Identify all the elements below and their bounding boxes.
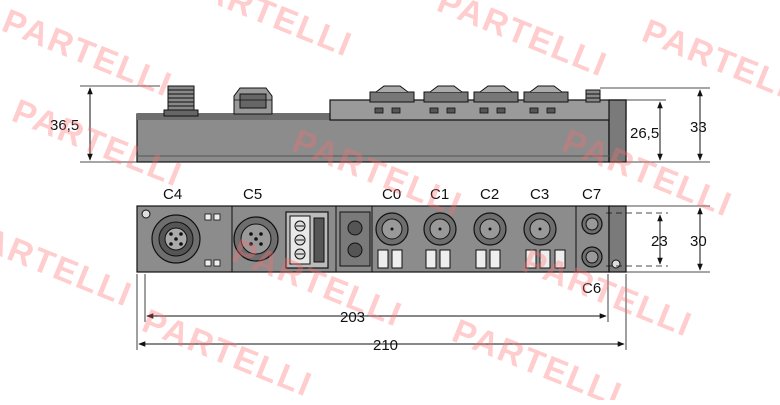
front-connector-c6 [581, 246, 603, 268]
diagnostic-window [335, 206, 373, 272]
dim-side-body [626, 99, 710, 163]
label-c3: C3 [530, 186, 549, 203]
front-connector-c3 [523, 212, 566, 269]
front-connector-c4 [151, 214, 201, 264]
dim-side-height [80, 85, 160, 163]
front-connector-c2 [473, 212, 507, 269]
side-view [136, 85, 627, 163]
side-housing [136, 113, 610, 163]
watermark-text: PARTELLI [0, 212, 138, 315]
front-end-cap [608, 205, 627, 273]
mounting-hole-left [141, 209, 151, 219]
dim-label-length-total: 210 [373, 337, 398, 354]
watermark-text: PARTELLI [447, 312, 628, 400]
mounting-hole-right [611, 259, 621, 269]
side-socket-group [369, 85, 569, 103]
label-c7: C7 [582, 186, 601, 203]
dim-length-total [136, 274, 627, 350]
front-connector-c7 [581, 213, 603, 235]
label-c5: C5 [243, 186, 262, 203]
front-connector-c0 [375, 212, 409, 269]
dim-label-front-total: 30 [690, 233, 707, 250]
side-end-cap [608, 99, 627, 163]
label-c0: C0 [382, 186, 401, 203]
side-connector-c7 [585, 89, 601, 103]
dim-label-side-height: 36,5 [50, 117, 79, 134]
label-c4: C4 [163, 186, 182, 203]
side-connector-c4 [163, 85, 199, 117]
terminal-block [285, 211, 329, 269]
dim-label-side-body: 26,5 [630, 125, 659, 142]
dim-front-inner [606, 212, 668, 267]
watermark-text: PARTELLI [637, 12, 780, 115]
dim-label-front-inner: 23 [651, 233, 668, 250]
side-upper-section [329, 99, 627, 121]
side-small-ports [374, 107, 556, 114]
watermark-text: PARTELLI [432, 0, 613, 85]
front-connector-c5 [233, 216, 279, 262]
watermark-text: PARTELLI [177, 0, 358, 65]
dim-front-total [626, 205, 710, 273]
label-c6: C6 [582, 280, 601, 297]
dim-label-length-inner: 203 [340, 309, 365, 326]
label-c1: C1 [430, 186, 449, 203]
led-group-c4 [204, 213, 221, 267]
watermark-text: PARTELLI [0, 2, 178, 105]
dim-label-side-total: 33 [690, 119, 707, 136]
label-c2: C2 [480, 186, 499, 203]
dim-length-inner [144, 274, 609, 322]
front-view [136, 205, 627, 273]
side-connector-c5 [233, 87, 273, 115]
dim-side-total [600, 87, 710, 161]
watermark-text: PARTELLI [137, 302, 318, 400]
front-connector-c1 [423, 212, 457, 269]
